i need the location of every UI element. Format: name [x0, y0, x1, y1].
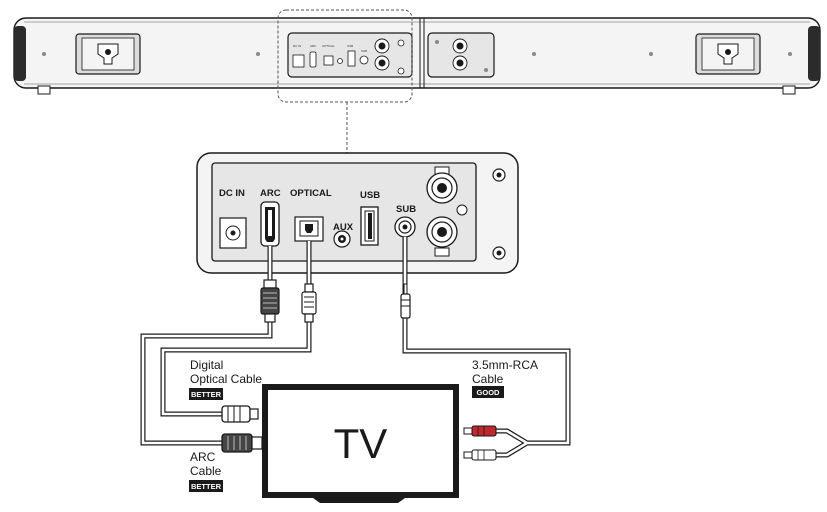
sub-label: SUB	[396, 204, 416, 215]
optical-badge	[189, 388, 223, 400]
sub-port	[394, 216, 416, 238]
optical-label: OPTICAL	[290, 188, 332, 199]
soundbar: DC IN ARC OPTICAL USB SUB	[13, 17, 821, 95]
arc-hdmi-plug-tv	[221, 433, 263, 453]
rca-badge-text: GOOD	[477, 388, 501, 397]
mini-optical-label: OPTICAL	[322, 44, 335, 48]
mini-port-panel: DC IN ARC OPTICAL USB SUB	[287, 32, 413, 78]
arc-hdmi-plug-top	[260, 279, 280, 323]
arc-cable-line2: Cable	[190, 464, 222, 478]
aux-3-5mm-plug-top	[400, 283, 411, 319]
speaker-terminal-block	[427, 32, 495, 78]
aux-label: AUX	[333, 222, 354, 233]
wall-mount-left	[75, 33, 141, 75]
rca-cable-line2: Cable	[472, 372, 504, 386]
rca-badge	[472, 386, 504, 398]
mini-arc-label: ARC	[310, 44, 317, 48]
dc-in-port	[219, 217, 247, 249]
tv-label: TV	[334, 420, 388, 467]
optical-cable-line1: Digital	[190, 358, 223, 372]
arc-badge-text: BETTER	[191, 482, 222, 491]
tv: TV	[262, 384, 459, 503]
tv-stand	[313, 498, 405, 503]
rca-plug-red	[463, 425, 497, 437]
zoom-indicator	[277, 9, 413, 155]
speaker-binding-posts	[426, 166, 468, 257]
arc-cable-line1: ARC	[190, 450, 216, 464]
mini-dcin-label: DC IN	[293, 44, 301, 48]
port-panel: DC IN ARC OPTICAL AUX USB SUB	[196, 152, 519, 274]
rca-cable-label: 3.5mm-RCA Cable GOOD	[472, 358, 538, 398]
optical-plug-tv	[221, 405, 259, 423]
arc-hdmi-port	[260, 201, 280, 247]
optical-plug-top	[301, 283, 317, 323]
arc-badge	[189, 480, 223, 492]
usb-port	[360, 206, 379, 246]
optical-cable-label: Digital Optical Cable BETTER	[189, 358, 262, 400]
arc-label: ARC	[260, 188, 281, 199]
arc-cable-label: ARC Cable BETTER	[189, 450, 223, 492]
rca-cable-line1: 3.5mm-RCA	[472, 358, 538, 372]
optical-cable-line2: Optical Cable	[190, 372, 262, 386]
usb-label: USB	[360, 190, 380, 201]
optical-port	[294, 216, 324, 242]
mini-sub-label: SUB	[361, 49, 367, 53]
aux-port	[333, 230, 351, 248]
mini-usb-label: USB	[347, 44, 353, 48]
rca-plug-white	[463, 449, 497, 461]
wall-mount-right	[695, 33, 761, 75]
dcin-label: DC IN	[219, 188, 245, 199]
optical-badge-text: BETTER	[191, 390, 222, 399]
